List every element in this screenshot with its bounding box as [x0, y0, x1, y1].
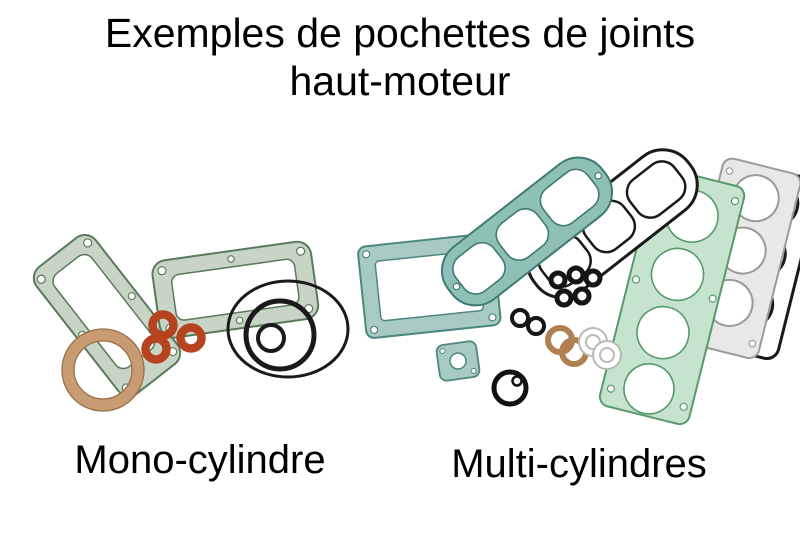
- four-bore-head-gasket: [598, 167, 746, 426]
- orange-exhaust-seals: [141, 310, 206, 364]
- copper-washer-ring: [61, 328, 145, 412]
- white-washers: [578, 327, 622, 370]
- head-gasket: [151, 240, 320, 339]
- o-ring: [491, 369, 529, 407]
- page-title-line2: haut-moteur: [289, 57, 511, 104]
- small-plate-gasket: [435, 340, 481, 382]
- rocker-cover-gasket-teal: [440, 156, 614, 307]
- multi-cylinder-gasket-illustration: [357, 148, 800, 426]
- mono-cylinder-gasket-illustration: [32, 233, 350, 412]
- caption-multi-cylindres: Multi-cylindres: [451, 442, 707, 486]
- page-title: Exemples de pochettes de joints haut-mot…: [0, 10, 800, 105]
- page-title-line1: Exemples de pochettes de joints: [104, 10, 696, 56]
- caption-mono-cylindre: Mono-cylindre: [74, 438, 326, 482]
- black-o-rings: [226, 279, 350, 379]
- valve-stem-seals: [510, 265, 603, 336]
